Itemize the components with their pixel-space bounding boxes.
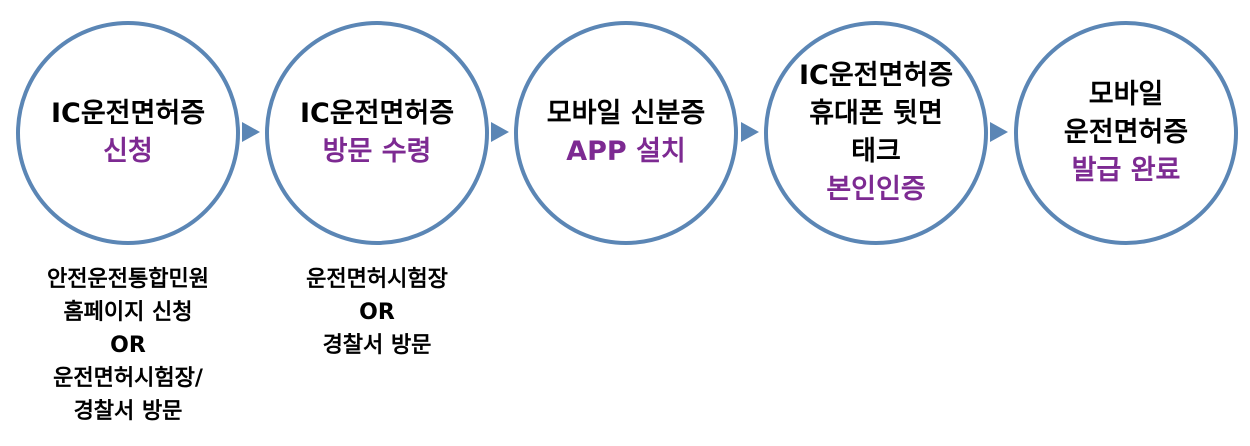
note-line: 운전면허시험장/ <box>53 366 203 391</box>
flow-arrow-icon <box>741 122 759 142</box>
step-5-circle: 모바일 운전면허증 발급 완료 <box>1014 21 1238 245</box>
note-line: 경찰서 방문 <box>73 399 183 424</box>
step-3-circle: 모바일 신분증 APP 설치 <box>514 21 738 245</box>
step-3-title: 모바일 신분증 <box>546 98 706 129</box>
step-4-title-line-1: IC운전면허증 <box>798 60 954 91</box>
step-2-note: 운전면허시험장 OR 경찰서 방문 <box>257 263 497 362</box>
step-5-action: 발급 완료 <box>1071 155 1181 186</box>
note-line: OR <box>359 300 395 325</box>
step-2-circle: IC운전면허증 방문 수령 <box>265 21 489 245</box>
note-line: 경찰서 방문 <box>322 333 432 358</box>
flow-arrow-icon <box>990 122 1008 142</box>
note-line: 홈페이지 신청 <box>63 300 193 325</box>
step-2-title: IC운전면허증 <box>299 98 455 129</box>
step-1-note: 안전운전통합민원 홈페이지 신청 OR 운전면허시험장/ 경찰서 방문 <box>8 263 248 428</box>
step-1-circle: IC운전면허증 신청 <box>16 21 240 245</box>
step-5-title-line-2: 운전면허증 <box>1063 117 1189 148</box>
note-line: 운전면허시험장 <box>306 267 448 292</box>
step-2-action: 방문 수령 <box>322 136 432 167</box>
step-4-circle: IC운전면허증 휴대폰 뒷면 태크 본인인증 <box>764 21 988 245</box>
step-1-title: IC운전면허증 <box>50 98 206 129</box>
flow-arrow-icon <box>242 122 260 142</box>
note-line: 안전운전통합민원 <box>47 267 209 292</box>
step-4-title-line-3: 태크 <box>851 136 901 167</box>
step-1-action: 신청 <box>103 136 153 167</box>
step-4-title-line-2: 휴대폰 뒷면 <box>809 98 943 129</box>
step-3-action: APP 설치 <box>566 136 686 167</box>
step-5-title-line-1: 모바일 <box>1088 79 1164 110</box>
step-4-action: 본인인증 <box>826 174 926 205</box>
flow-arrow-icon <box>491 122 509 142</box>
note-line: OR <box>110 333 146 358</box>
